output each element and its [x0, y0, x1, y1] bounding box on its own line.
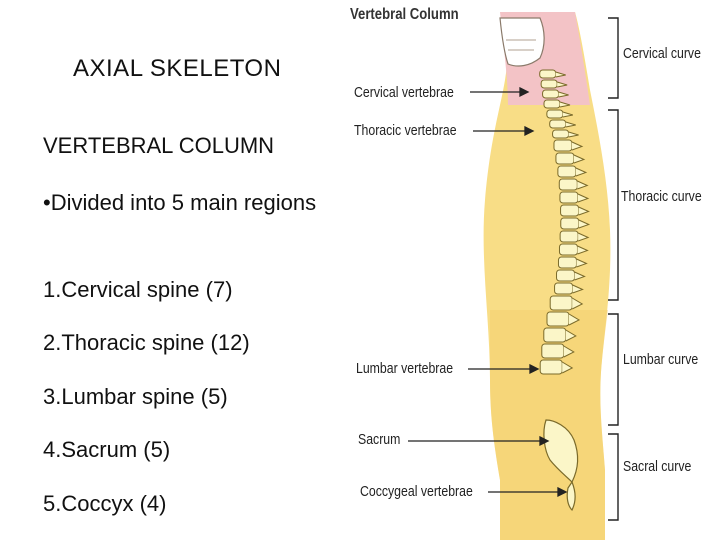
- label-thoracic-curve: Thoracic curve: [621, 188, 702, 205]
- spinous-process: [571, 297, 584, 310]
- spinous-process: [565, 121, 576, 128]
- vertebra: [556, 269, 576, 282]
- vertebra: [557, 165, 577, 178]
- vertebra: [549, 119, 567, 129]
- vertebra: [555, 152, 575, 165]
- spinous-process: [556, 81, 568, 88]
- figure-title: Vertebral Column: [350, 6, 459, 23]
- vertebra: [549, 295, 573, 311]
- vertebra: [559, 230, 579, 243]
- spinous-process: [562, 111, 574, 118]
- spinous-process: [576, 258, 588, 268]
- label-lumbar-vertebrae: Lumbar vertebrae: [356, 360, 454, 377]
- spinous-process: [568, 131, 579, 138]
- coccyx-shape: [566, 480, 576, 512]
- spinous-process: [555, 71, 566, 78]
- spinous-process: [577, 232, 590, 242]
- spinous-process: [561, 361, 574, 374]
- label-sacrum: Sacrum: [358, 431, 401, 448]
- section-heading: VERTEBRAL COLUMN: [43, 133, 275, 158]
- label-cervical-vertebrae: Cervical vertebrae: [354, 84, 454, 101]
- spinous-process: [577, 180, 589, 190]
- vertebra: [560, 204, 580, 217]
- spinous-process: [568, 313, 581, 326]
- spinous-process: [574, 271, 586, 281]
- text-panel: AXIAL SKELETON VERTEBRAL COLUMN •Divided…: [0, 0, 340, 540]
- label-cervical-curve: Cervical curve: [623, 45, 701, 62]
- label-thoracic-vertebrae: Thoracic vertebrae: [354, 122, 457, 139]
- list-item-cervical: 1.Cervical spine (7): [43, 277, 233, 302]
- vertebra: [553, 139, 573, 152]
- label-lumbar-curve: Lumbar curve: [623, 351, 699, 368]
- spinous-process: [577, 193, 590, 203]
- vertebra: [539, 359, 563, 375]
- vertebra: [543, 99, 561, 109]
- vertebra: [558, 243, 578, 256]
- spinous-process: [572, 284, 584, 294]
- spinous-process: [563, 345, 575, 358]
- list-item-sacrum: 4.Sacrum (5): [43, 437, 171, 462]
- jaw-outline: [499, 17, 545, 67]
- vertebra: [546, 109, 564, 119]
- vertebra: [539, 69, 557, 79]
- spinous-process: [577, 245, 589, 255]
- slide-title: AXIAL SKELETON: [73, 55, 282, 82]
- body-silhouette: [483, 12, 611, 540]
- vertebra: [541, 343, 565, 359]
- vertebral-column-figure: Vertebral Column Cervical vertebrae Thor…: [340, 0, 720, 540]
- label-coccygeal-vertebrae: Coccygeal vertebrae: [360, 483, 473, 500]
- vertebra: [542, 89, 560, 99]
- spinous-process: [558, 91, 569, 98]
- vertebra: [554, 282, 574, 295]
- spinous-process: [578, 219, 591, 229]
- list-item-thoracic: 2.Thoracic spine (12): [43, 330, 250, 355]
- list-item-lumbar: 3.Lumbar spine (5): [43, 384, 228, 409]
- vertebra: [559, 191, 579, 204]
- vertebra: [560, 217, 580, 230]
- vertebra: [540, 79, 558, 89]
- spinous-process: [573, 154, 586, 164]
- list-item-coccyx: 5.Coccyx (4): [43, 491, 167, 516]
- bullet-point: •Divided into 5 main regions: [43, 190, 317, 215]
- spinous-process: [565, 329, 577, 342]
- label-sacral-curve: Sacral curve: [623, 458, 692, 475]
- spine-illustration: [408, 12, 619, 540]
- leader-lines: [408, 86, 568, 498]
- spinous-process: [559, 101, 571, 108]
- vertebra: [546, 311, 570, 327]
- vertebra: [552, 129, 570, 139]
- curve-brackets: [608, 17, 619, 521]
- spinous-process: [571, 141, 584, 151]
- vertebra: [543, 327, 567, 343]
- spinous-process: [575, 167, 588, 177]
- vertebrae-group: [539, 69, 591, 375]
- vertebra: [557, 256, 577, 269]
- spinous-process: [578, 206, 590, 216]
- vertebra: [558, 178, 578, 191]
